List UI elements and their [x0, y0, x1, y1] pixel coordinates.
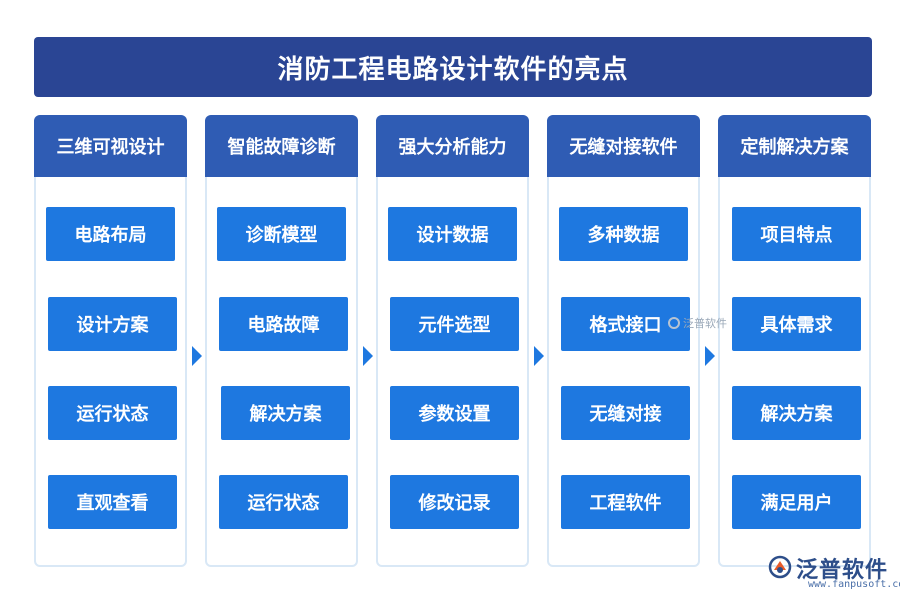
feature-box: 满足用户	[732, 475, 861, 529]
brand-logo: 泛普软件 www.fanpusoft.com	[768, 552, 900, 592]
feature-box: 运行状态	[219, 475, 348, 529]
feature-box: 无缝对接	[561, 386, 690, 440]
feature-box: 解决方案	[732, 386, 861, 440]
watermark-logo-icon	[668, 317, 680, 329]
brand-logo-icon	[768, 555, 792, 579]
column-header: 三维可视设计	[34, 115, 187, 177]
feature-box: 参数设置	[390, 386, 519, 440]
feature-box: 修改记录	[390, 475, 519, 529]
arrow-right-icon	[534, 346, 544, 366]
arrow-right-icon	[192, 346, 202, 366]
column-header: 定制解决方案	[718, 115, 871, 177]
column-custom-solution: 定制解决方案 项目特点 具体需求 解决方案 满足用户	[718, 115, 871, 567]
column-header: 强大分析能力	[376, 115, 529, 177]
column-header: 智能故障诊断	[205, 115, 358, 177]
feature-box: 直观查看	[48, 475, 177, 529]
feature-box: 多种数据	[559, 207, 688, 261]
watermark-text: 泛普软件	[683, 317, 727, 330]
watermark: 泛普软件	[668, 315, 727, 331]
feature-box: 电路故障	[219, 297, 348, 351]
column-analysis: 强大分析能力 设计数据 元件选型 参数设置 修改记录	[376, 115, 529, 567]
feature-box: 电路布局	[46, 207, 175, 261]
column-header: 无缝对接软件	[547, 115, 700, 177]
feature-box: 设计数据	[388, 207, 517, 261]
arrow-right-icon	[705, 346, 715, 366]
feature-box: 诊断模型	[217, 207, 346, 261]
page-title: 消防工程电路设计软件的亮点	[34, 37, 872, 97]
feature-box: 运行状态	[48, 386, 177, 440]
feature-box: 解决方案	[221, 386, 350, 440]
column-fault-diagnosis: 智能故障诊断 诊断模型 电路故障 解决方案 运行状态	[205, 115, 358, 567]
brand-name: 泛普软件	[796, 558, 889, 583]
column-3d-visual-design: 三维可视设计 电路布局 设计方案 运行状态 直观查看	[34, 115, 187, 567]
feature-box: 元件选型	[390, 297, 519, 351]
column-seamless-integration: 无缝对接软件 多种数据 格式接口 无缝对接 工程软件	[547, 115, 700, 567]
feature-box: 工程软件	[561, 475, 690, 529]
brand-url: www.fanpusoft.com	[808, 579, 900, 590]
arrow-right-icon	[363, 346, 373, 366]
feature-box: 设计方案	[48, 297, 177, 351]
feature-box: 具体需求	[732, 297, 861, 351]
feature-box: 项目特点	[732, 207, 861, 261]
